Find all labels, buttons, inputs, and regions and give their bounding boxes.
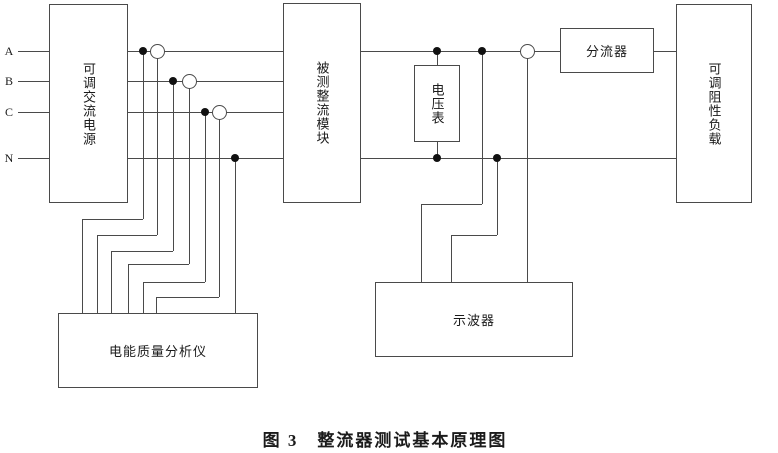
phase-label-a: A xyxy=(4,44,14,58)
phase-label-n: N xyxy=(4,151,14,165)
wire-scope-tap3-drop xyxy=(527,58,528,282)
junction-dot-phase-c xyxy=(201,108,209,116)
current-sensor-phase-c-icon xyxy=(211,104,227,120)
wire-phase-c-in xyxy=(18,112,49,113)
wire-pq4-elbow xyxy=(128,264,189,265)
wire-dc-positive xyxy=(361,51,560,52)
figure-caption: 图 3 整流器测试基本原理图 xyxy=(262,431,508,450)
wire-voltmeter-bottom-tap xyxy=(437,142,438,158)
wire-phase-b-mid xyxy=(128,81,283,82)
wire-dc-negative xyxy=(361,158,676,159)
wire-phase-a-mid xyxy=(128,51,283,52)
wire-pq5-drop xyxy=(205,112,206,282)
junction-dot-voltmeter-bottom xyxy=(433,154,441,162)
shunt-label: 分流器 xyxy=(585,44,628,59)
wire-pq3-drop xyxy=(173,81,174,251)
wire-pq1-drop xyxy=(143,51,144,219)
oscilloscope-label: 示波器 xyxy=(452,313,495,328)
wire-phase-n-in xyxy=(18,158,49,159)
junction-dot-phase-n xyxy=(231,154,239,162)
wire-scope-tap1-drop xyxy=(482,51,483,204)
wire-pq3-entry xyxy=(111,251,112,313)
shunt-box: 分流器 xyxy=(560,28,654,73)
oscilloscope-box: 示波器 xyxy=(375,282,573,357)
junction-dot-phase-a xyxy=(139,47,147,55)
wire-voltmeter-top-tap xyxy=(437,51,438,65)
junction-dot-scope-positive xyxy=(478,47,486,55)
wire-pq6-drop xyxy=(219,119,220,297)
wire-pq2-elbow xyxy=(97,235,157,236)
wire-scope-tap1-entry xyxy=(421,204,422,282)
rectifier-under-test-label: 被测整流模块 xyxy=(314,61,330,145)
wire-scope-tap2-elbow xyxy=(451,235,497,236)
wire-pq1-entry xyxy=(82,219,83,313)
wire-pq7-drop xyxy=(235,158,236,313)
junction-dot-scope-negative xyxy=(493,154,501,162)
wire-pq3-elbow xyxy=(111,251,173,252)
junction-dot-voltmeter-top xyxy=(433,47,441,55)
wire-shunt-to-load xyxy=(654,51,676,52)
wire-scope-tap1-elbow xyxy=(421,204,482,205)
wire-pq4-drop xyxy=(189,88,190,264)
current-sensor-phase-b-icon xyxy=(181,73,197,89)
ac-source-label: 可调交流电源 xyxy=(81,61,96,146)
wire-pq6-elbow xyxy=(156,297,219,298)
phase-label-c: C xyxy=(4,105,13,119)
ac-source-box: 可调交流电源 xyxy=(49,4,128,203)
junction-dot-phase-b xyxy=(169,77,177,85)
wire-pq2-drop xyxy=(157,58,158,235)
adjustable-load-label: 可调阻性负载 xyxy=(706,61,722,146)
wire-pq5-entry xyxy=(143,282,144,313)
wire-phase-a-in xyxy=(18,51,49,52)
wire-pq5-elbow xyxy=(143,282,205,283)
power-quality-analyzer-box: 电能质量分析仪 xyxy=(58,313,258,388)
rectifier-under-test-box: 被测整流模块 xyxy=(283,3,361,203)
phase-label-b: B xyxy=(4,74,13,88)
wire-pq4-entry xyxy=(128,264,129,313)
current-sensor-dc-icon xyxy=(519,43,535,59)
power-quality-analyzer-label: 电能质量分析仪 xyxy=(108,344,207,359)
voltmeter-label: 电压表 xyxy=(429,82,445,125)
wire-pq2-entry xyxy=(97,235,98,313)
current-sensor-phase-a-icon xyxy=(149,43,165,59)
wire-pq1-elbow xyxy=(82,219,143,220)
adjustable-load-box: 可调阻性负载 xyxy=(676,4,752,203)
wire-pq6-entry xyxy=(156,297,157,313)
voltmeter-box: 电压表 xyxy=(414,65,460,142)
wire-scope-tap2-drop xyxy=(497,158,498,235)
wire-phase-b-in xyxy=(18,81,49,82)
wire-scope-tap2-entry xyxy=(451,235,452,282)
